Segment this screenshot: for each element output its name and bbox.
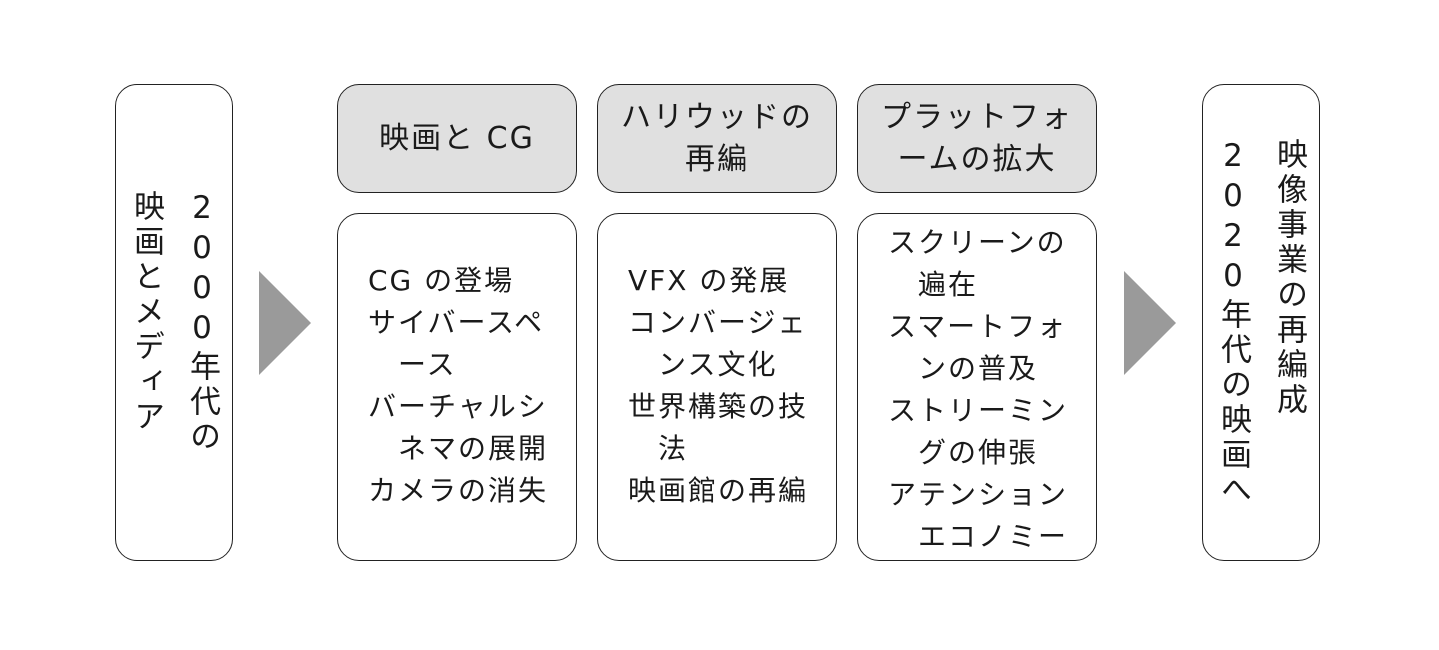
list-item: スクリーンの遍在: [888, 226, 1067, 301]
list-item: 世界構築の技法: [628, 390, 809, 465]
column-2-header: ハリウッドの 再編: [597, 84, 837, 193]
column-3-title: プラットフォ ームの拡大: [881, 99, 1073, 177]
arrow-right-1: [259, 271, 311, 375]
column-1-body: CG の登場 サイバースペース バーチャルシネマの展開 カメラの消失: [337, 213, 577, 561]
left-box-2000s: 2000年代の 映画とメディア: [115, 84, 233, 561]
column-2-title: ハリウッドの 再編: [621, 99, 813, 177]
list-item: ストリーミングの伸張: [888, 394, 1069, 469]
list-item: サイバースペース: [368, 306, 545, 381]
list-item: カメラの消失: [368, 474, 549, 507]
column-3-body: スクリーンの遍在 スマートフォンの普及 ストリーミングの伸張 アテンションエコノ…: [857, 213, 1097, 561]
list-item: VFX の発展: [628, 264, 790, 297]
column-1-list: CG の登場 サイバースペース バーチャルシネマの展開 カメラの消失: [368, 260, 563, 512]
column-3-list: スクリーンの遍在 スマートフォンの普及 ストリーミングの伸張 アテンションエコノ…: [888, 222, 1078, 558]
column-3-header: プラットフォ ームの拡大: [857, 84, 1097, 193]
list-item: 映画館の再編: [628, 474, 809, 507]
column-1-title: 映画と CG: [379, 120, 535, 156]
column-1-header: 映画と CG: [337, 84, 577, 193]
list-item: アテンションエコノミー: [888, 478, 1069, 553]
column-2-body: VFX の発展 コンバージェンス文化 世界構築の技法 映画館の再編: [597, 213, 837, 561]
arrow-right-2: [1124, 271, 1176, 375]
left-box-text: 2000年代の 映画とメディア: [128, 190, 220, 455]
column-2-list: VFX の発展 コンバージェンス文化 世界構築の技法 映画館の再編: [628, 260, 818, 512]
list-item: バーチャルシネマの展開: [368, 390, 549, 465]
right-box-2020s: 映像事業の再編成 2020年代の映画へ: [1202, 84, 1320, 561]
list-item: コンバージェンス文化: [628, 306, 808, 381]
list-item: CG の登場: [368, 264, 515, 297]
right-box-text: 映像事業の再編成 2020年代の映画へ: [1215, 137, 1307, 508]
list-item: スマートフォンの普及: [888, 310, 1068, 385]
